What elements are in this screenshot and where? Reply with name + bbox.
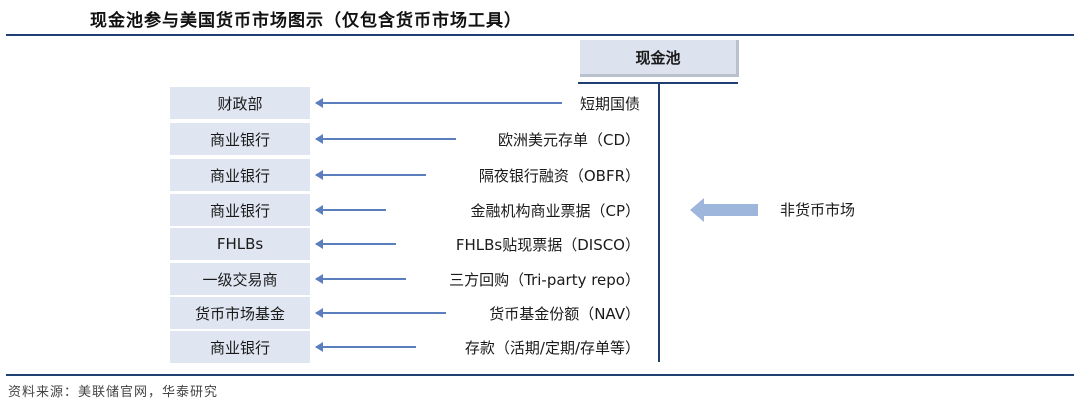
- instrument-label: 三方回购（Tri-party repo）: [449, 270, 640, 289]
- instrument-label: 短期国债: [579, 94, 640, 113]
- flow-row: 商业银行 金融机构商业票据（CP）: [0, 193, 660, 227]
- instrument-label: 欧洲美元存单（CD）: [497, 130, 640, 149]
- instrument-label: 金融机构商业票据（CP）: [470, 201, 640, 220]
- instrument-label: 存款（活期/定期/存单等）: [464, 338, 640, 357]
- participant-box: 一级交易商: [170, 263, 310, 295]
- flow-row: FHLBs FHLBs贴现票据（DISCO）: [0, 227, 660, 261]
- instrument-label: 隔夜银行融资（OBFR）: [478, 166, 640, 185]
- instrument-label: 货币基金份额（NAV）: [489, 304, 640, 323]
- cash-pool-vertical-line: [658, 82, 660, 362]
- top-rule: [6, 34, 1074, 36]
- participant-box: 商业银行: [170, 331, 310, 363]
- participant-box: 商业银行: [170, 194, 310, 226]
- flow-arrow: [315, 308, 446, 318]
- flow-arrow: [315, 342, 416, 352]
- flow-arrow: [315, 239, 396, 249]
- participant-box: FHLBs: [170, 228, 310, 260]
- participant-box: 货币市场基金: [170, 297, 310, 329]
- flow-row: 一级交易商 三方回购（Tri-party repo）: [0, 262, 660, 296]
- cash-pool-box: 现金池: [580, 40, 739, 77]
- flow-arrow: [315, 205, 386, 215]
- flow-row: 财政部 短期国债: [0, 86, 660, 120]
- flow-arrow: [315, 170, 426, 180]
- cash-pool-label: 现金池: [635, 48, 681, 67]
- flow-row: 商业银行 欧洲美元存单（CD）: [0, 122, 660, 156]
- flow-arrow: [315, 274, 406, 284]
- flow-row: 商业银行 存款（活期/定期/存单等）: [0, 330, 660, 364]
- participant-box: 财政部: [170, 87, 310, 119]
- flow-arrow: [315, 134, 456, 144]
- source-note: 资料来源：美联储官网，华泰研究: [8, 385, 219, 400]
- participant-box: 商业银行: [170, 123, 310, 155]
- flow-row: 商业银行 隔夜银行融资（OBFR）: [0, 158, 660, 192]
- flow-arrow: [315, 98, 562, 108]
- bottom-rule: [6, 374, 1074, 376]
- flow-row: 货币市场基金 货币基金份额（NAV）: [0, 296, 660, 330]
- participant-box: 商业银行: [170, 159, 310, 191]
- instrument-label: FHLBs贴现票据（DISCO）: [455, 235, 640, 254]
- chart-title: 现金池参与美国货币市场图示（仅包含货币市场工具）: [90, 11, 522, 31]
- non-money-market-label: 非货币市场: [780, 201, 856, 219]
- left-arrow-icon: [690, 198, 758, 222]
